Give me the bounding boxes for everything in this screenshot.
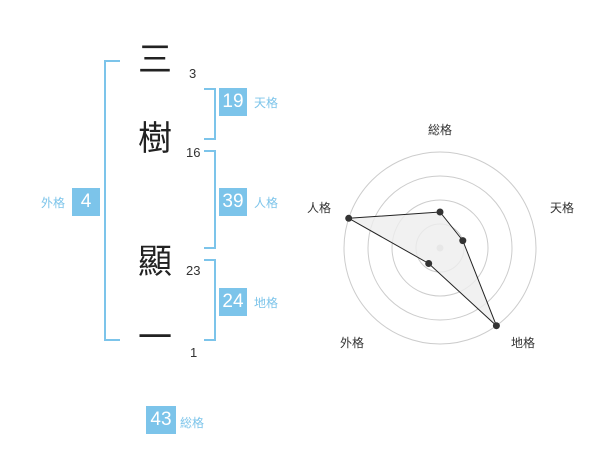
stroke-count-3: 23: [186, 263, 201, 278]
chikaku-bracket: [204, 259, 216, 341]
stroke-count-4: 1: [190, 345, 198, 360]
name-char-4: 一: [138, 318, 172, 358]
radar-point-tenkaku: [459, 237, 467, 245]
stroke-count-1: 3: [189, 66, 197, 81]
jinkaku-badge: 39: [219, 188, 247, 216]
radar-point-jinkaku: [345, 214, 353, 222]
radar-ring-3: [367, 175, 513, 321]
stroke-count-2: 16: [186, 145, 201, 160]
name-char-2: 樹: [138, 119, 172, 159]
radar-point-gaikaku: [425, 260, 433, 267]
radar-ring-2: [391, 199, 489, 297]
radar-label-jinkaku: 人格: [307, 201, 332, 215]
tenkaku-bracket: [204, 88, 216, 140]
gaikaku-badge: 4: [72, 188, 100, 216]
radar-ring-4: [343, 151, 537, 345]
soukaku-badge: 43: [146, 406, 176, 434]
radar-label-soukaku: 総格: [428, 123, 453, 137]
chikaku-badge: 24: [219, 288, 247, 316]
jinkaku-bracket: [204, 150, 216, 249]
radar-label-gaikaku: 外格: [340, 336, 365, 350]
radar-point-chikaku: [492, 322, 500, 330]
radar-label-chikaku: 地格: [511, 336, 536, 350]
tenkaku-badge: 19: [219, 88, 247, 116]
jinkaku-label: 人格: [254, 196, 279, 210]
radar-label-tenkaku: 天格: [550, 201, 575, 215]
gaikaku-bracket: [104, 60, 120, 341]
chikaku-label: 地格: [254, 296, 279, 310]
gaikaku-label: 外格: [41, 196, 66, 210]
tenkaku-label: 天格: [254, 96, 279, 110]
name-char-3: 顯: [138, 242, 172, 282]
name-char-1: 三: [138, 40, 172, 80]
soukaku-label: 総格: [180, 416, 205, 430]
radar-point-soukaku: [436, 208, 444, 216]
